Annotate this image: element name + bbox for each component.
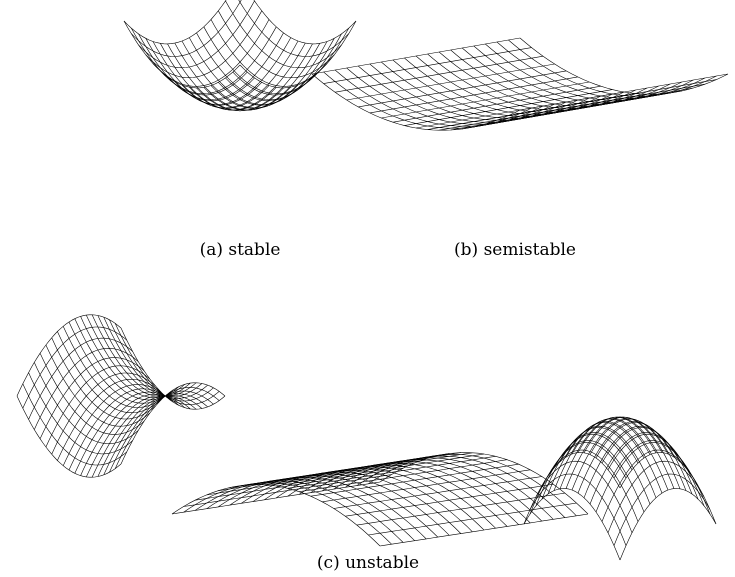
- mesh-line: [253, 0, 357, 45]
- mesh-line: [553, 432, 651, 505]
- mesh-line: [577, 421, 675, 494]
- mesh-line: [138, 33, 255, 102]
- caption-stable: (a) stable: [199, 240, 281, 260]
- mesh-line: [218, 38, 335, 106]
- mesh-line: [565, 421, 663, 494]
- surface-semistable-trough: [311, 37, 729, 131]
- mesh-line: [57, 331, 162, 413]
- mesh-line: [607, 433, 705, 506]
- mesh-line: [189, 42, 306, 111]
- mesh-line: [225, 33, 342, 102]
- mesh-line: [45, 365, 151, 448]
- surface-unstable-ridge: [171, 452, 589, 547]
- mesh-line: [210, 19, 328, 87]
- surface-unstable-saddle: [16, 314, 226, 478]
- mesh-line: [368, 502, 577, 536]
- surface-stable-bowl: [123, 0, 357, 112]
- mesh-line: [613, 473, 711, 546]
- mesh-line: [109, 319, 214, 402]
- caption-semistable: (b) semistable: [454, 240, 576, 260]
- mesh-line: [541, 449, 639, 522]
- mesh-line: [519, 73, 729, 111]
- mesh-line: [523, 488, 621, 561]
- mesh-line: [323, 71, 532, 129]
- mesh-line: [356, 492, 565, 526]
- mesh-line: [333, 476, 542, 509]
- mesh-line: [218, 10, 335, 78]
- mesh-line: [571, 418, 669, 491]
- mesh-line: [152, 41, 270, 109]
- mesh-line: [583, 425, 681, 498]
- mesh-line: [535, 433, 633, 506]
- mesh-line: [196, 43, 313, 112]
- mesh-line: [607, 460, 705, 533]
- mesh-line: [601, 449, 699, 522]
- mesh-line: [138, 0, 255, 69]
- mesh-line: [232, 27, 350, 96]
- mesh-line: [559, 425, 657, 498]
- mesh-line: [167, 43, 284, 112]
- mesh-line: [508, 79, 717, 116]
- mesh-line: [225, 0, 342, 69]
- mesh-line: [571, 418, 669, 491]
- mesh-line: [28, 372, 133, 455]
- mesh-line: [16, 395, 122, 478]
- mesh-line: [535, 460, 633, 533]
- mesh-line: [114, 323, 220, 405]
- mesh-line: [174, 42, 292, 111]
- surface-unstable-dome: [523, 416, 717, 561]
- mesh-line: [311, 73, 521, 131]
- mesh-line: [45, 344, 151, 427]
- mesh-line: [346, 67, 555, 125]
- caption-unstable: (c) unstable: [316, 553, 420, 573]
- mesh-line: [547, 440, 645, 513]
- mesh-line: [210, 41, 328, 109]
- mesh-line: [120, 382, 226, 465]
- mesh-line: [379, 513, 589, 547]
- mesh-line: [194, 480, 404, 543]
- mesh-line: [183, 482, 392, 545]
- mesh-line: [145, 38, 263, 106]
- mesh-line: [34, 362, 139, 444]
- mesh-line: [171, 484, 381, 547]
- mesh-line: [595, 440, 693, 513]
- mesh-line: [109, 390, 214, 473]
- mesh-line: [57, 379, 162, 461]
- mesh-line: [529, 473, 627, 546]
- mesh-line: [123, 0, 227, 45]
- mesh-line: [206, 478, 415, 541]
- mesh-line: [619, 488, 717, 561]
- mesh-line: [152, 19, 270, 87]
- mesh-line: [123, 20, 241, 89]
- mesh-line: [334, 69, 544, 127]
- mesh-line: [589, 432, 687, 505]
- mesh-line: [131, 27, 248, 96]
- mesh-line: [496, 83, 705, 121]
- mesh-line: [145, 10, 263, 78]
- mesh-line: [114, 387, 220, 469]
- mesh-line: [22, 383, 127, 466]
- mesh-line: [239, 20, 357, 89]
